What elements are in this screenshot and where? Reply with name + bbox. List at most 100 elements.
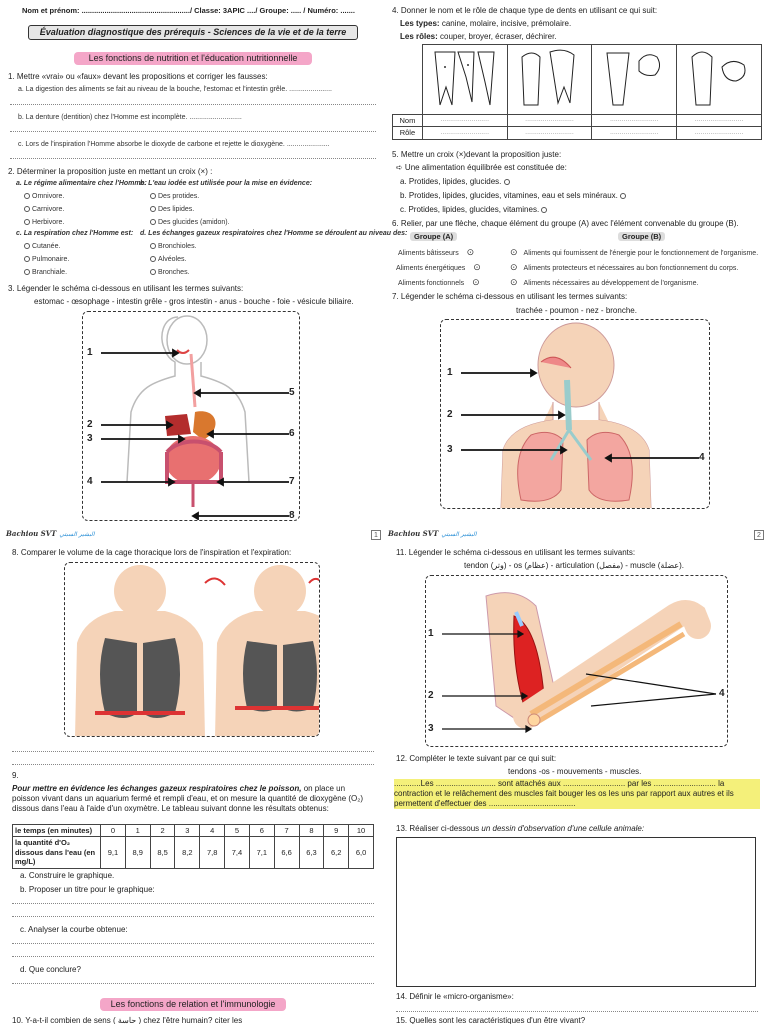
- question-2a: a. Le régime alimentaire chez l'Homme:: [16, 180, 147, 187]
- question-14: 14. Définir le «micro-organisme»:: [396, 992, 514, 1001]
- group-b-item[interactable]: ⊙Aliments qui fournissent de l'énergie p…: [510, 247, 759, 257]
- question-13: 13. Réaliser ci-dessous un dessin d'obse…: [396, 824, 645, 833]
- table-cell: 8,2: [174, 836, 201, 869]
- option[interactable]: Omnivore.: [24, 193, 64, 202]
- table-cell: 3: [174, 823, 201, 838]
- drawing-area[interactable]: [396, 837, 756, 987]
- option[interactable]: a. Protides, lipides, glucides.: [400, 177, 512, 187]
- table-cell: 8,9: [124, 836, 151, 869]
- question-9b: b. Proposer un titre pour le graphique:: [20, 885, 155, 894]
- table-cell: 6,6: [273, 836, 300, 869]
- answer-cell[interactable]: .........................: [421, 126, 508, 140]
- section-title-nutrition: Les fonctions de nutrition et l'éducatio…: [74, 52, 312, 66]
- table-cell: 5: [224, 823, 250, 838]
- label-4: 4: [699, 452, 705, 463]
- table-cell: 7,1: [248, 836, 275, 869]
- question-4-types: Les types: canine, molaire, incisive, pr…: [400, 19, 572, 28]
- answer-cell[interactable]: .........................: [421, 113, 508, 128]
- label-3: 3: [428, 723, 434, 734]
- label-7: 7: [289, 476, 295, 487]
- label-2: 2: [447, 409, 453, 420]
- label-1: 1: [87, 347, 93, 358]
- answer-cell[interactable]: .........................: [676, 126, 762, 140]
- digestive-system-figure: 1 2 3 4 5 6 7 8: [82, 311, 300, 521]
- question-1b: b. La denture (dentition) chez l'Homme e…: [18, 114, 242, 121]
- label-5: 5: [289, 387, 295, 398]
- option[interactable]: Des glucides (amidon).: [150, 219, 230, 228]
- table-cell: 6,2: [323, 836, 350, 869]
- answer-line[interactable]: [10, 158, 376, 159]
- option[interactable]: Carnivore.: [24, 206, 64, 215]
- answer-line[interactable]: [10, 104, 376, 105]
- question-7-terms: trachée - poumon - nez - bronche.: [516, 306, 637, 315]
- table-cell: 9,1: [100, 836, 126, 869]
- option[interactable]: Cutanée.: [24, 243, 60, 252]
- answer-line[interactable]: [12, 943, 374, 944]
- table-cell: 2: [149, 823, 176, 838]
- option[interactable]: Des protides.: [150, 193, 199, 202]
- table-head-o2: la quantité d'O₂ dissous dans l'eau (en …: [12, 836, 101, 869]
- question-4: 4. Donner le nom et le rôle de chaque ty…: [392, 6, 658, 15]
- answer-cell[interactable]: .........................: [506, 113, 593, 128]
- answer-cell[interactable]: .........................: [591, 113, 678, 128]
- question-4-roles: Les rôles: couper, broyer, écraser, déch…: [400, 32, 557, 41]
- question-11: 11. Légender le schéma ci-dessous en uti…: [396, 548, 636, 557]
- question-3-terms: estomac - œsophage - intestin grêle - gr…: [34, 297, 354, 306]
- question-3: 3. Légender le schéma ci-dessous en util…: [8, 284, 244, 293]
- tooth-molar-image: [421, 44, 508, 115]
- fill-in-text[interactable]: ............Les ........................…: [394, 779, 760, 809]
- answer-cell[interactable]: .........................: [676, 113, 762, 128]
- option[interactable]: Des lipides.: [150, 206, 194, 215]
- question-11-terms: tendon (وتر) - os (عظام) - articulation …: [464, 561, 684, 570]
- table-cell: 7,4: [224, 836, 250, 869]
- row-nom-head: Nom: [392, 113, 423, 128]
- option[interactable]: Alvéoles.: [150, 256, 186, 265]
- answer-line[interactable]: [12, 764, 374, 765]
- option[interactable]: Pulmonaire.: [24, 256, 69, 265]
- option[interactable]: Herbivore.: [24, 219, 64, 228]
- answer-line[interactable]: [10, 131, 376, 132]
- label-4: 4: [719, 688, 725, 699]
- table-cell: 6,0: [348, 836, 374, 869]
- option[interactable]: Bronches.: [150, 269, 190, 278]
- label-3: 3: [447, 444, 453, 455]
- table-cell: 1: [124, 823, 151, 838]
- table-cell: 6: [248, 823, 275, 838]
- group-b-head: Groupe (B): [618, 232, 666, 242]
- group-b-item[interactable]: ⊙Aliments protecteurs et nécessaires au …: [510, 262, 739, 272]
- table-cell: 7,8: [199, 836, 226, 869]
- tooth-premolar-image: [506, 44, 593, 115]
- table-cell: 9: [323, 823, 350, 838]
- label-6: 6: [289, 428, 295, 439]
- answer-line[interactable]: [396, 1011, 758, 1012]
- table-cell: 10: [348, 823, 374, 838]
- answer-cell[interactable]: .........................: [506, 126, 593, 140]
- thoracic-cage-figure: [64, 562, 320, 737]
- option[interactable]: c. Protides, lipides, glucides, vitamine…: [400, 205, 549, 215]
- question-2d: d. Les échanges gazeux respiratoires che…: [140, 230, 408, 237]
- question-2b: b. L'eau iodée est utilisée pour la mise…: [140, 180, 313, 187]
- question-2: 2. Déterminer la proposition juste en me…: [8, 167, 213, 176]
- group-a-item[interactable]: Aliments fonctionnels ⊙: [398, 277, 480, 287]
- page-number: 1: [371, 530, 381, 540]
- answer-line[interactable]: [12, 916, 374, 917]
- answer-line[interactable]: [12, 751, 374, 752]
- table-cell: 7: [273, 823, 300, 838]
- answer-line[interactable]: [12, 903, 374, 904]
- answer-cell[interactable]: .........................: [591, 126, 678, 140]
- option[interactable]: Bronchioles.: [150, 243, 197, 252]
- label-1: 1: [447, 367, 453, 378]
- group-b-item[interactable]: ⊙Aliments nécessaires au développement d…: [510, 277, 699, 287]
- option[interactable]: Branchiale.: [24, 269, 67, 278]
- answer-line[interactable]: [12, 956, 374, 957]
- question-1a: a. La digestion des aliments se fait au …: [18, 86, 332, 93]
- respiratory-system-figure: 1 2 3 4: [440, 319, 710, 509]
- group-a-item[interactable]: Aliments énergétiques ⊙: [396, 262, 481, 272]
- group-a-item[interactable]: Aliments bâtisseurs ⊙: [398, 247, 475, 257]
- question-6: 6. Relier, par une flèche, chaque élémen…: [392, 219, 739, 228]
- option[interactable]: b. Protides, lipides, glucides, vitamine…: [400, 191, 628, 201]
- page-title: Évaluation diagnostique des prérequis - …: [28, 25, 358, 41]
- answer-line[interactable]: [12, 983, 374, 984]
- question-12: 12. Compléter le texte suivant par ce qu…: [396, 754, 557, 763]
